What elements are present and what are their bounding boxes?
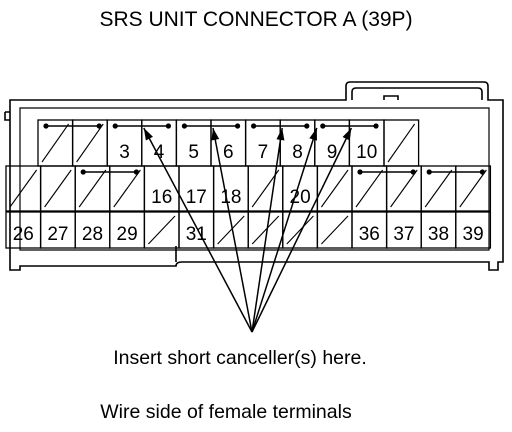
insertion-arrows [143, 127, 353, 333]
terminal-cavity [455, 165, 492, 212]
terminal-number: 10 [356, 142, 377, 163]
connector-housing [4, 81, 504, 271]
housing-inner-frame [19, 107, 490, 251]
terminal-number: 38 [428, 224, 449, 245]
unused-cavity-slash [387, 123, 416, 163]
short-bar-end [96, 123, 102, 129]
terminal-number: 31 [186, 224, 207, 245]
footer-caption: Wire side of female terminals [100, 401, 352, 423]
unused-cavity-slash [390, 169, 418, 208]
unused-cavity-slash [320, 169, 349, 208]
terminal-grid: 3 4 5 6 7 8 9 10 16 17 18 20 26 27 28 29 31 36 37 38 39 [5, 119, 492, 249]
arrow-head [342, 128, 352, 141]
housing-left-step [4, 111, 10, 121]
terminal-number: 36 [359, 224, 380, 245]
latch-notch [383, 95, 399, 100]
terminal-number: 28 [82, 224, 103, 245]
short-bar-end [165, 123, 171, 129]
unused-cavity-slash [424, 169, 453, 208]
unused-cavity-slash [286, 215, 314, 245]
short-bar-end [304, 123, 310, 129]
short-bar-end [112, 123, 118, 129]
terminal-number: 17 [186, 187, 207, 208]
arrow-head [309, 128, 317, 141]
terminal-number: 16 [151, 187, 172, 208]
terminal-number: 5 [188, 142, 199, 163]
short-bar-end [80, 169, 86, 175]
unused-cavity-slash [148, 215, 176, 245]
unused-cavity-slash [76, 123, 104, 163]
arrow-shaft [251, 127, 318, 333]
terminal-number: 20 [290, 187, 311, 208]
arrow-shaft [212, 127, 253, 333]
arrow-shaft [251, 127, 353, 333]
short-bar-end [43, 123, 49, 129]
instruction-caption: Insert short canceller(s) here. [113, 347, 367, 369]
unused-cavity-slash [251, 215, 280, 245]
short-bar-end [181, 123, 187, 129]
short-bar-end [251, 123, 257, 129]
short-bar-end [235, 123, 241, 129]
terminal-number: 8 [292, 142, 303, 163]
arrow-head [211, 128, 220, 141]
unused-cavity-slash [113, 169, 141, 208]
short-bar-end [133, 169, 139, 175]
terminal-number: 4 [154, 142, 165, 163]
short-bar-end [320, 123, 326, 129]
unused-cavity-slash [78, 169, 107, 208]
terminal-number: 29 [117, 224, 138, 245]
short-bar-end [426, 169, 432, 175]
terminal-number: 37 [393, 224, 414, 245]
short-bar-end [373, 123, 379, 129]
latch-inner [351, 87, 483, 100]
unused-cavity-slash [9, 169, 38, 208]
housing-outline [9, 81, 504, 271]
terminal-number: 7 [258, 142, 269, 163]
arrow-head [143, 128, 153, 141]
terminal-cavity [455, 211, 492, 249]
terminal-number: 6 [223, 142, 234, 163]
short-bar-end [357, 169, 363, 175]
arrow-shaft [251, 127, 283, 333]
terminal-number: 9 [327, 142, 338, 163]
unused-cavity-slash [44, 169, 72, 208]
short-bar-end [410, 169, 416, 175]
terminal-number: 26 [13, 224, 34, 245]
unused-cavity-slash [41, 123, 70, 163]
unused-cavity-slash [321, 215, 349, 245]
unused-cavity-slash [459, 169, 487, 208]
diagram-title: SRS UNIT CONNECTOR A (39P) [99, 8, 412, 31]
terminal-number: 39 [463, 224, 484, 245]
short-bar-end [479, 169, 485, 175]
unused-cavity-slash [355, 169, 384, 208]
unused-cavity-slash [217, 215, 245, 245]
terminal-number: 18 [220, 187, 241, 208]
terminal-number: 27 [47, 224, 68, 245]
arrow-shaft [143, 127, 253, 333]
arrow-head [276, 128, 285, 141]
short-cancellers [43, 123, 485, 175]
terminal-number: 3 [119, 142, 130, 163]
